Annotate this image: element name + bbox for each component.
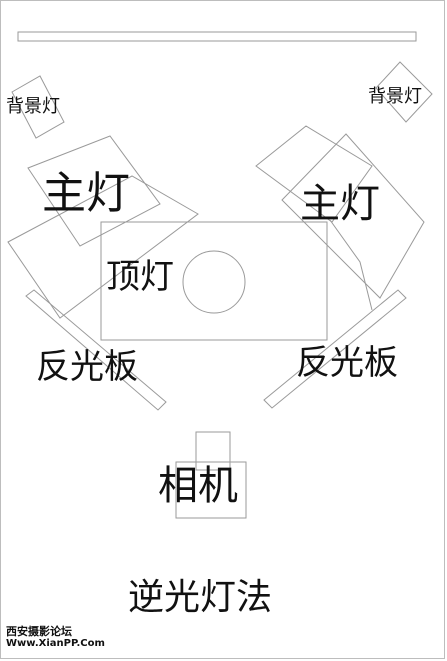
key-right-label: 主灯 (300, 181, 380, 227)
reflector-left-shape (25, 289, 167, 411)
reflector-right-label: 反光板 (296, 343, 398, 383)
backlight-right-label: 背景灯 (368, 86, 422, 107)
watermark-line1: 西安摄影论坛 (6, 625, 72, 638)
camera-label: 相机 (158, 463, 238, 509)
top-light-circle (182, 250, 246, 314)
key-left-body (7, 175, 199, 319)
backlight-left-label: 背景灯 (6, 96, 60, 117)
key-right-body (281, 133, 425, 299)
watermark-line2: Www.XianPP.Com (6, 638, 105, 649)
key-left-head (27, 135, 161, 247)
watermark: 西安摄影论坛 Www.XianPP.Com (6, 625, 105, 650)
backlight-right-shape (375, 61, 433, 123)
camera-top-shape (195, 431, 231, 471)
top-light-label: 顶灯 (106, 257, 174, 297)
backlight-left-shape (11, 75, 65, 139)
key-right-head (255, 125, 373, 223)
reflector-right-shape (263, 289, 407, 409)
key-right-stand (329, 219, 373, 311)
camera-body-shape (175, 461, 247, 519)
key-left-label: 主灯 (42, 168, 130, 219)
diagram-caption: 逆光灯法 (128, 577, 273, 618)
reflector-left-label: 反光板 (36, 347, 138, 387)
top-light-frame (100, 221, 328, 341)
backdrop-bar (17, 31, 417, 42)
